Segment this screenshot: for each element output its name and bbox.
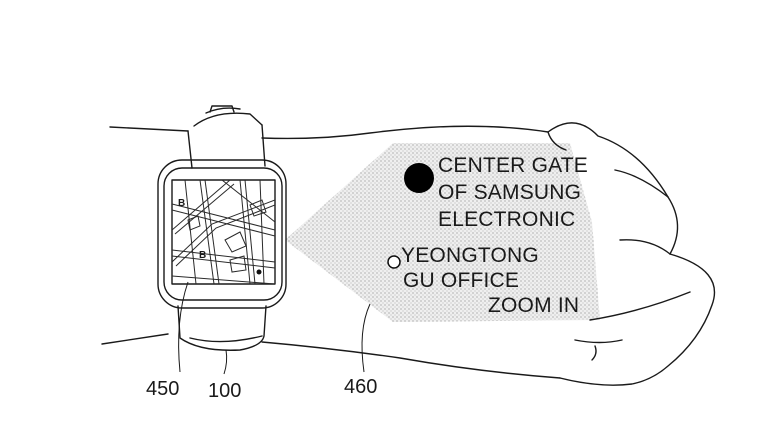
- leader-line-450: [178, 281, 189, 373]
- location-1-line-2: OF SAMSUNG: [438, 181, 581, 204]
- location-marker-hollow: [387, 255, 401, 269]
- location-2-line-1: YEONGTONG: [401, 244, 539, 267]
- map-location-dot: [256, 269, 262, 275]
- zoom-in-command: ZOOM IN: [488, 294, 579, 317]
- location-1-line-1: CENTER GATE: [438, 154, 588, 177]
- location-1-line-3: ELECTRONIC: [438, 208, 575, 231]
- location-marker-filled: [404, 163, 434, 193]
- ref-numeral-100: 100: [208, 380, 241, 402]
- leader-line-100: [223, 349, 228, 375]
- leader-line-460: [361, 303, 371, 373]
- smart-watch: [157, 105, 287, 351]
- location-2-line-2: GU OFFICE: [403, 269, 519, 292]
- watch-map: [172, 180, 275, 284]
- map-marker-label-2: B: [199, 250, 206, 261]
- hand-outline: [101, 122, 716, 386]
- ref-numeral-450: 450: [146, 378, 179, 400]
- map-marker-label-1: B: [178, 198, 185, 209]
- projection-area: [285, 143, 600, 322]
- ref-numeral-460: 460: [344, 376, 377, 398]
